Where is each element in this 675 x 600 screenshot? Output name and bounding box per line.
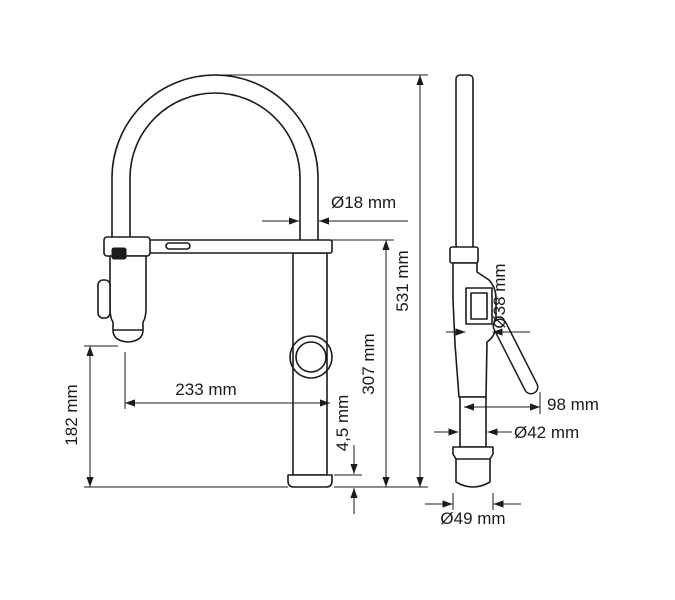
- pull-ring-inner: [295, 341, 327, 373]
- front-base: [287, 474, 333, 488]
- dim-label-handle-length: 98 mm: [547, 395, 599, 414]
- spray-holder: [103, 236, 151, 257]
- spray-head-detail: [111, 247, 127, 260]
- dim-spout-diameter: Ø18 mm: [262, 193, 408, 225]
- mounting-bar-slot: [165, 242, 191, 250]
- front-view: [97, 74, 333, 488]
- pull-ring-outer: [289, 335, 333, 379]
- side-base: [452, 446, 494, 488]
- dim-base-plate-thickness: 4,5 mm: [333, 395, 362, 514]
- dim-base-diameter: Ø49 mm: [425, 493, 521, 528]
- side-clip-window-inner: [470, 292, 488, 320]
- dim-holder-diameter: Ø38 mm: [446, 263, 530, 336]
- spout-arch-outer: [111, 74, 319, 242]
- spray-head: [109, 255, 147, 343]
- mounting-bar: [127, 239, 333, 254]
- dim-label-spout-reach: 233 mm: [175, 380, 236, 399]
- dim-spout-base-height: 307 mm: [330, 239, 394, 487]
- side-collar: [449, 246, 479, 264]
- dim-label-spout-diameter: Ø18 mm: [331, 193, 396, 212]
- dim-label-base-plate-thickness: 4,5 mm: [333, 395, 352, 452]
- dim-label-spray-height: 182 mm: [62, 384, 81, 445]
- dim-label-spout-base-height: 307 mm: [359, 333, 378, 394]
- side-riser-tube: [455, 74, 474, 250]
- dim-label-holder-diameter: Ø38 mm: [490, 263, 509, 328]
- dim-column-diameter: Ø42 mm: [434, 423, 579, 442]
- dim-spout-reach: 233 mm: [124, 352, 330, 409]
- side-lower-column: [459, 396, 487, 448]
- spout-arch-inner: [129, 92, 301, 242]
- dim-spray-height: 182 mm: [62, 345, 288, 488]
- dim-handle-length: 98 mm: [464, 392, 599, 414]
- body-column: [292, 252, 328, 476]
- side-view: [449, 74, 539, 488]
- dim-label-overall-height: 531 mm: [393, 250, 412, 311]
- spray-lever: [97, 279, 111, 319]
- dim-label-column-diameter: Ø42 mm: [514, 423, 579, 442]
- dim-label-base-diameter: Ø49 mm: [440, 509, 505, 528]
- handle-fill: [494, 320, 537, 393]
- dim-overall-height: 531 mm: [215, 74, 428, 488]
